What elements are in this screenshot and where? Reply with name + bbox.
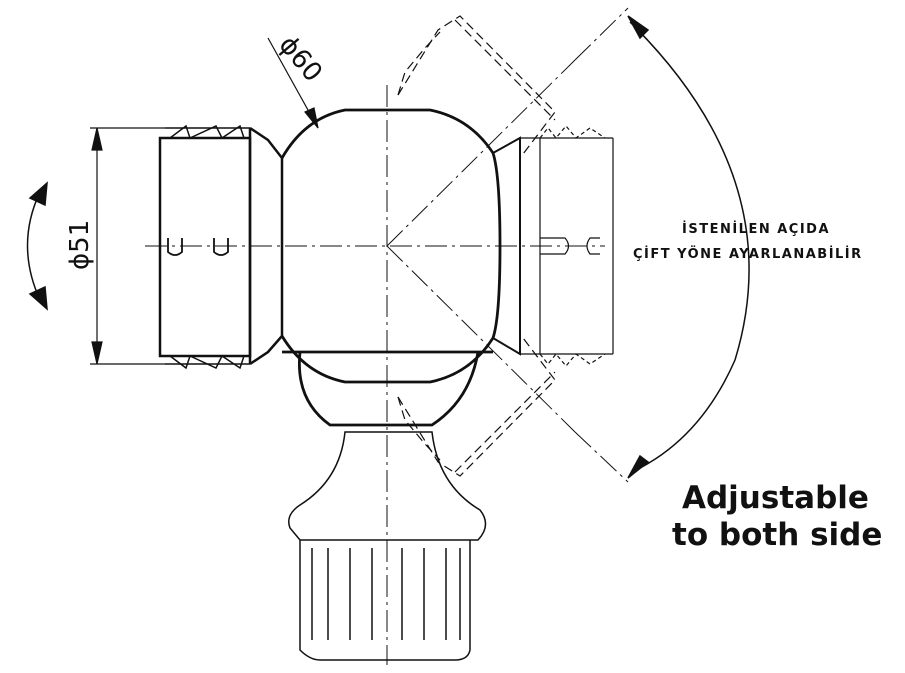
left-body (158, 124, 284, 370)
rotation-arrow (26, 181, 48, 311)
adjustment-note-line1: İSTENİLEN AÇIDA (682, 221, 830, 237)
caption-line2: to both side (672, 517, 882, 553)
center-lines (145, 7, 629, 665)
angle-arc (627, 15, 750, 479)
right-connector (492, 125, 614, 367)
dimension-sphere-diameter (267, 37, 319, 129)
adjustment-note-line2: ÇİFT YÖNE AYARLANABİLİR (633, 246, 863, 262)
bottom-knob (288, 431, 487, 661)
adjusted-position-ghost (397, 15, 556, 477)
dimension-body-diameter (90, 127, 165, 365)
caption-line1: Adjustable (682, 480, 869, 516)
ball-joint (280, 108, 502, 427)
sphere-diameter-label: ϕ60 (273, 30, 328, 88)
body-diameter-label: ϕ51 (65, 220, 95, 270)
